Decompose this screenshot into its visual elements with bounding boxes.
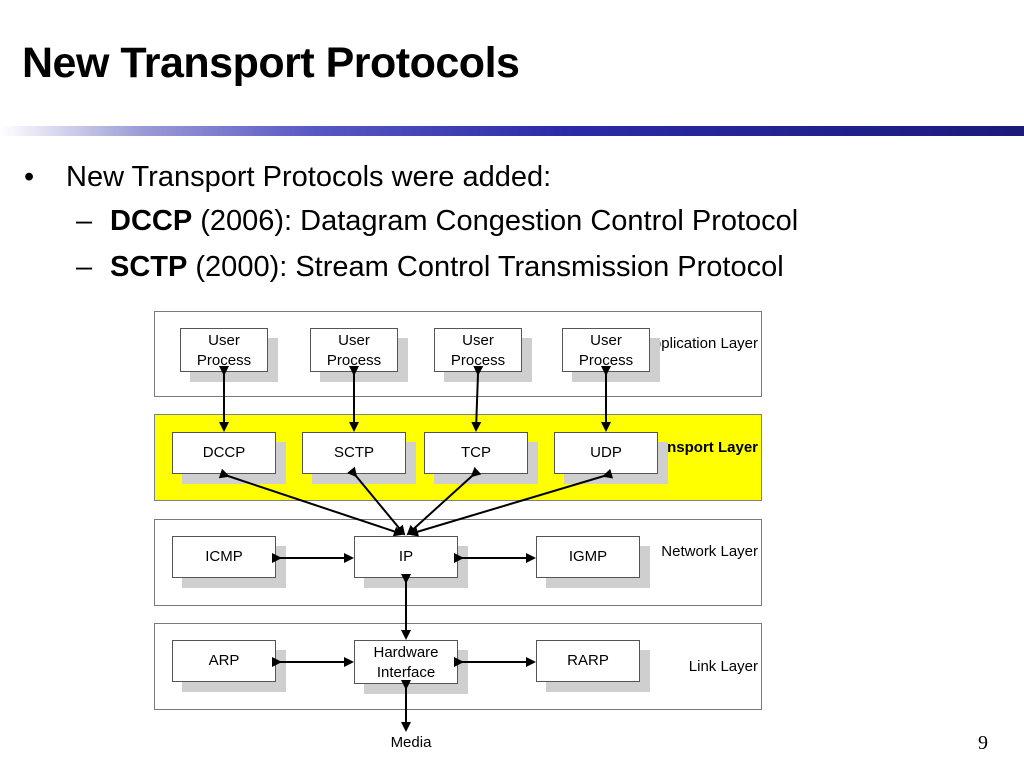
bullet-main: • New Transport Protocols were added: <box>24 154 551 200</box>
slide-title: New Transport Protocols <box>22 39 520 87</box>
bullet-dot-icon: • <box>24 161 35 193</box>
user-process-box-3: User Process <box>434 328 522 372</box>
bullet-main-text: New Transport Protocols were added: <box>66 161 552 193</box>
user-process-box-2: User Process <box>310 328 398 372</box>
ip-box: IP <box>354 536 458 578</box>
arp-box: ARP <box>172 640 276 682</box>
dash-icon: – <box>76 251 93 283</box>
user-process-box-4: User Process <box>562 328 650 372</box>
page-number: 9 <box>978 732 988 754</box>
icmp-box: ICMP <box>172 536 276 578</box>
tcp-box: TCP <box>424 432 528 474</box>
transport-layer-label: Transport Layer <box>644 439 758 456</box>
bullet-sctp-name: SCTP <box>110 251 188 283</box>
dash-icon: – <box>76 205 93 237</box>
network-layer-label: Network Layer <box>661 543 758 560</box>
media-label: Media <box>390 734 432 751</box>
link-layer-label: Link Layer <box>688 658 758 675</box>
bullet-dccp-text: (2006): Datagram Congestion Control Prot… <box>192 205 799 237</box>
udp-box: UDP <box>554 432 658 474</box>
title-rule <box>0 126 1024 136</box>
igmp-box: IGMP <box>536 536 640 578</box>
sctp-box: SCTP <box>302 432 406 474</box>
user-process-box-1: User Process <box>180 328 268 372</box>
bullet-dccp: –DCCP (2006): Datagram Congestion Contro… <box>76 198 798 244</box>
application-layer-label: Application Layer <box>642 335 758 352</box>
bullet-dccp-name: DCCP <box>110 205 193 237</box>
dccp-box: DCCP <box>172 432 276 474</box>
rarp-box: RARP <box>536 640 640 682</box>
bullet-sctp: –SCTP (2000): Stream Control Transmissio… <box>76 244 784 290</box>
hardware-interface-box: Hardware Interface <box>354 640 458 684</box>
bullet-sctp-text: (2000): Stream Control Transmission Prot… <box>187 251 784 283</box>
